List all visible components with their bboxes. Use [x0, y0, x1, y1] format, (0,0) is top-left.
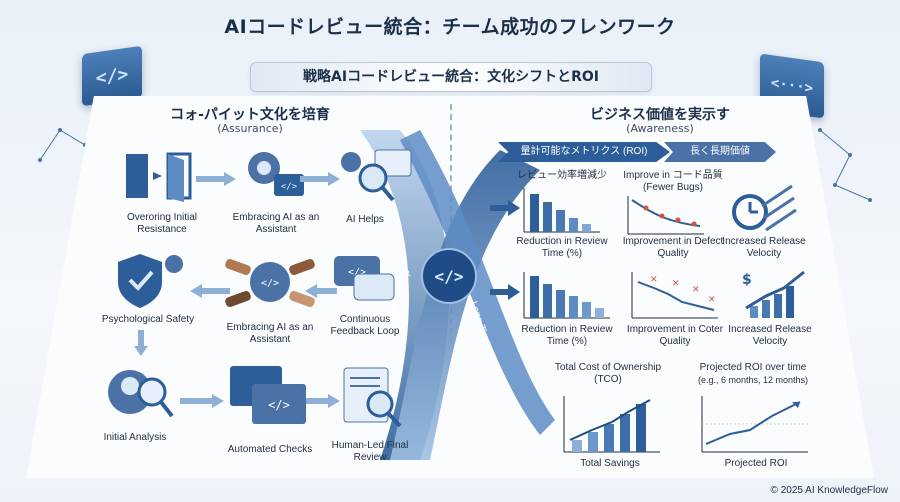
svg-text:</>: </> [261, 278, 279, 289]
line-chart-quality: ✕ ✕ ✕ ✕ [630, 270, 720, 324]
svg-text:</>: </> [268, 398, 290, 412]
magnifier-gear-icon [335, 146, 415, 206]
metric-quality-label: Improve in コード品質 (Fewer Bugs) [623, 170, 723, 193]
code-icon: </> [95, 63, 129, 89]
analysis-magnifier-icon [100, 362, 180, 426]
svg-text:</>: </> [348, 267, 366, 278]
metric-projected-roi: Projected ROI [724, 458, 788, 469]
metric-tco-label: Total Cost of Ownership (TCO) [554, 362, 662, 385]
line-chart-roi [700, 394, 810, 458]
line-chart-defects [626, 194, 706, 240]
left-section-title: コォ-パイット文化を培育 [170, 107, 330, 123]
flow-arrow-right [196, 172, 236, 186]
node-continuous-feedback: Continuous Feedback Loop [330, 314, 400, 337]
metric-roi-label: Projected ROI over time [699, 362, 807, 373]
code-screens-icon: </> [228, 364, 308, 428]
right-section-subtitle: (Awareness) [626, 122, 694, 135]
bar-chart-review-time [522, 186, 602, 238]
metric-release-velocity: Increased Release Velocity [722, 236, 806, 259]
svg-text:✕: ✕ [692, 285, 700, 295]
svg-text:✕: ✕ [650, 275, 658, 285]
chat-bubble-icon: </> [330, 252, 400, 308]
metric-defect-quality: Improvement in Defect Quality [622, 236, 724, 259]
flow-arrow-right [490, 200, 520, 216]
node-embracing-ai-1: Embracing AI as an Assistant [232, 212, 320, 235]
left-section-subtitle: (Assurance) [217, 122, 283, 135]
node-human-led-review: Human-Led Final Review [331, 440, 409, 463]
svg-text:✕: ✕ [708, 295, 716, 305]
node-psychological-safety: Psychological Safety [101, 314, 195, 325]
code-dots-icon: <···> [770, 75, 814, 97]
svg-text:</>: </> [281, 182, 298, 192]
flow-arrow-right [490, 284, 520, 300]
flow-arrow-right [180, 394, 224, 408]
node-automated-checks: Automated Checks [227, 444, 313, 455]
code-hub-icon: </> [421, 248, 477, 304]
code-hub-label: </> [434, 266, 464, 286]
flow-arrow-right [306, 394, 340, 408]
flow-arrow-down [134, 330, 148, 356]
flow-arrow-right [300, 172, 340, 186]
shield-gear-icon [110, 250, 190, 310]
flow-arrow-left [305, 284, 337, 298]
node-initial-analysis: Initial Analysis [103, 432, 167, 443]
growth-chart-icon: $ [736, 266, 810, 324]
bar-chart-savings [562, 394, 662, 458]
node-embracing-ai-2: Embracing AI as an Assistant [226, 322, 314, 345]
metric-total-savings: Total Savings [580, 458, 640, 469]
metric-review-time-2: Reduction in Review Time (%) [521, 324, 613, 347]
clock-arrows-icon [728, 178, 798, 238]
metric-efficiency-label: レビュー効率増減少 [517, 170, 607, 181]
flow-arrow-left [190, 284, 230, 298]
metric-review-time: Reduction in Review Time (%) [516, 236, 608, 259]
pill-long-term-value: 長く長期価値 [664, 142, 776, 162]
document-magnifier-icon [340, 366, 410, 432]
constellation-right [810, 120, 880, 210]
node-overcoming-resistance: Overoring Initial Resistance [126, 212, 198, 235]
node-ai-helps: AI Helps [346, 214, 384, 225]
copyright: © 2025 AI KnowledgeFlow [770, 485, 888, 496]
svg-text:$: $ [742, 272, 752, 288]
metric-release-velocity-2: Increased Release Velocity [728, 324, 812, 347]
banner: 戦略AIコードレビュー統合：文化シフトとROI [250, 62, 652, 92]
robot-icon: </> [240, 146, 310, 206]
page-title: AIコードレビュー統合：チーム成功のフレンワーク [224, 16, 676, 38]
metric-coter-quality: Improvement in Coter Quality [626, 324, 724, 347]
svg-text:✕: ✕ [672, 279, 680, 289]
bar-chart-review-time-2 [522, 270, 612, 324]
metric-roi-sub: (e.g., 6 months, 12 months) [697, 375, 809, 385]
right-section-title: ビジネス価値を実示す [590, 107, 730, 123]
pill-measurable-metrics: 量計可能なメトリクス (ROI) [498, 142, 670, 162]
team-hands-icon: </> [225, 250, 315, 314]
cross-arrows [360, 130, 555, 460]
door-icon [120, 148, 200, 204]
